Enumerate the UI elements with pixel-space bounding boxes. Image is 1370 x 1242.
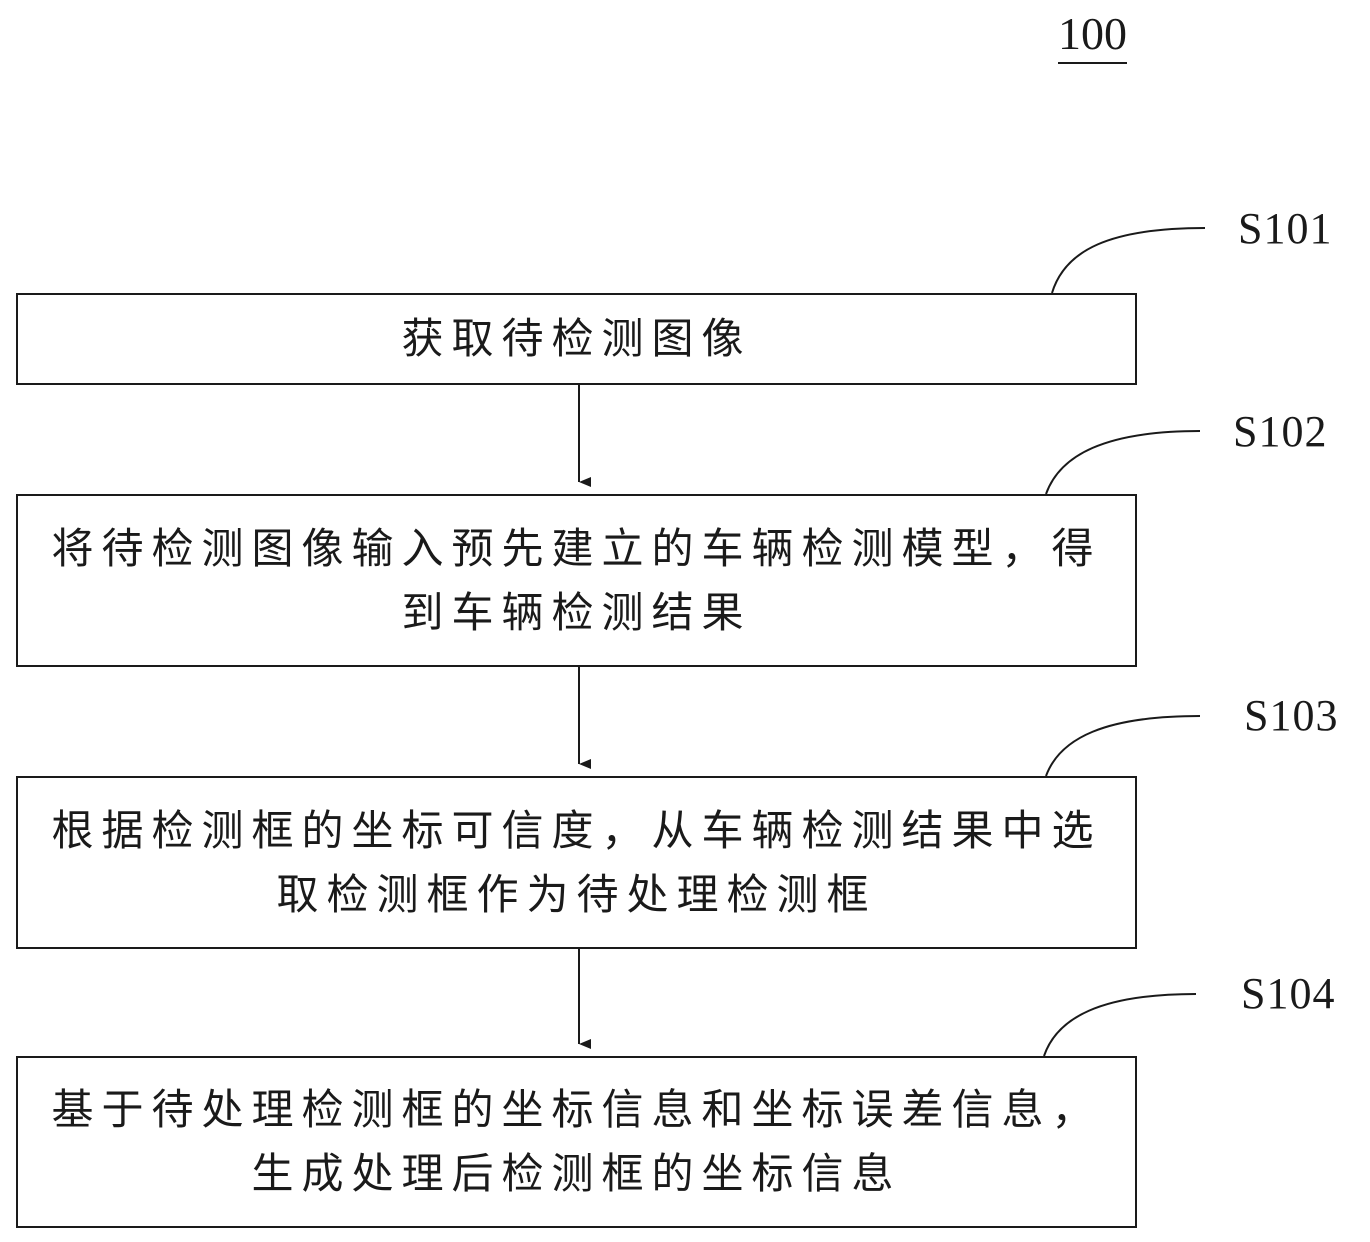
step-text-s102: 将待检测图像输入预先建立的车辆检测模型，得到车辆检测结果 [51,523,1102,637]
step-label-s103: S103 [1244,691,1339,740]
step-text-s101: 获取待检测图像 [401,314,752,363]
leader-line-s101 [1051,227,1206,294]
step-label-s101: S101 [1238,204,1333,253]
step-box-s103: 根据检测框的坐标可信度，从车辆检测结果中选取检测框作为待处理检测框 [16,776,1137,949]
step-text-s104: 基于待处理检测框的坐标信息和坐标误差信息，生成处理后检测框的坐标信息 [51,1085,1102,1198]
leader-line-s102 [1045,430,1201,495]
step-box-s102: 将待检测图像输入预先建立的车辆检测模型，得到车辆检测结果 [16,494,1137,667]
step-box-s104: 基于待处理检测框的坐标信息和坐标误差信息，生成处理后检测框的坐标信息 [16,1056,1137,1228]
leader-line-s103 [1045,715,1201,777]
leader-line-s104 [1043,993,1197,1057]
step-label-s104: S104 [1241,969,1336,1018]
step-label-s102: S102 [1233,407,1328,456]
step-box-s101: 获取待检测图像 [16,293,1137,385]
figure-number: 100 [1058,8,1127,64]
step-text-s103: 根据检测框的坐标可信度，从车辆检测结果中选取检测框作为待处理检测框 [51,805,1102,919]
